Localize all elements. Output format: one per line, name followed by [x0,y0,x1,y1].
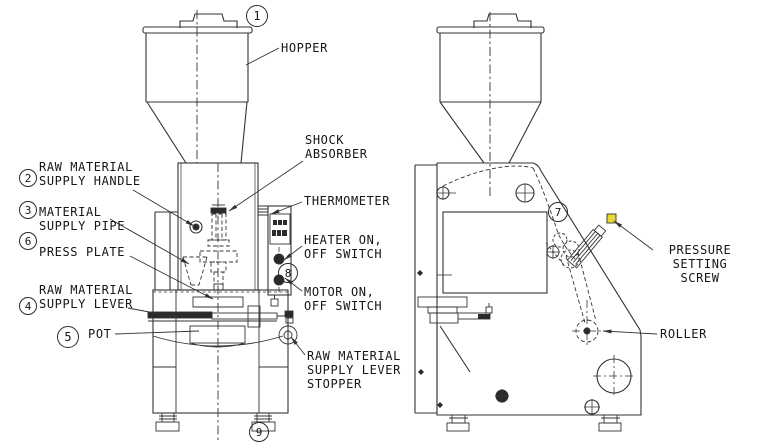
hopper-front [142,10,253,164]
label-hopper: HOPPER [281,41,328,55]
callout-6: 6 [19,232,37,250]
base-side [417,296,642,416]
thermometer-display [272,220,287,236]
label-motor-switch: MOTOR ON, OFF SWITCH [304,285,383,313]
leader-heater-switch [283,245,303,261]
leader-pot [114,330,200,335]
press-chamber-front [154,162,259,441]
control-panel-drawing [258,205,292,296]
label-pot: POT [88,327,112,341]
label-heater-switch: HEATER ON, OFF SWITCH [304,233,383,261]
front-view-drawing [142,10,298,441]
label-pressure-setting-screw: PRESSURE SETTING SCREW [668,243,732,285]
label-roller: ROLLER [660,327,707,341]
leader-supply-pipe [109,218,190,265]
label-shock-absorber: SHOCK ABSORBER [305,133,368,161]
leader-supply-lever [127,307,182,319]
lever-and-pot-drawing [147,295,298,348]
callout-8: 8 [278,263,298,283]
label-material-supply-pipe: MATERIAL SUPPLY PIPE [39,205,126,233]
callout-9: 9 [249,422,269,442]
leader-press-plate [129,255,214,300]
leader-shock-absorber [228,160,304,212]
label-thermometer: THERMOMETER [304,194,391,208]
housing-side [414,162,641,414]
hopper-side [436,12,545,197]
material-supply-pipe-drawing [182,256,208,286]
supply-handle-knob [189,220,203,234]
callout-5: 5 [57,326,79,348]
roller-drawing [572,300,602,348]
callout-2: 2 [19,169,37,187]
pedestal-front [152,289,289,414]
screw-grip-highlight [606,213,617,224]
pressure-screw-drawing [545,213,617,324]
heater-switch-knob [273,253,285,265]
leader-lever-stopper [290,336,306,356]
label-raw-material-supply-lever-stopper: RAW MATERIAL SUPPLY LEVER STOPPER [307,349,401,391]
feet-side [446,414,622,432]
label-press-plate: PRESS PLATE [39,245,126,259]
side-view-drawing [414,12,642,432]
lever-stopper-drawing [277,310,298,345]
leader-lines [109,47,658,356]
leader-hopper [245,47,280,66]
leader-roller [602,329,658,335]
label-raw-material-supply-handle: RAW MATERIAL SUPPLY HANDLE [39,160,141,188]
callout-1: 1 [246,5,268,27]
screw-handle [566,224,607,269]
label-raw-material-supply-lever: RAW MATERIAL SUPPLY LEVER [39,283,133,311]
callout-7: 7 [548,202,568,222]
leader-thermometer [270,201,303,215]
leader-pressure-screw [613,220,654,251]
leader-supply-handle [132,189,195,227]
shock-absorber-drawing [199,204,238,291]
callout-3: 3 [19,201,37,219]
callout-4: 4 [19,297,37,315]
